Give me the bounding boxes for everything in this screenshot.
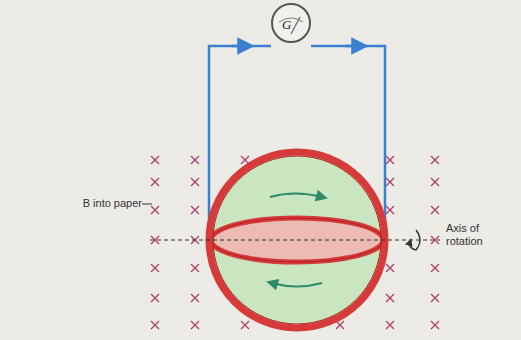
current-arrow: [346, 45, 360, 48]
field-cross: [241, 321, 249, 329]
field-cross: [386, 206, 394, 214]
field-cross: [386, 178, 394, 186]
field-cross: [151, 156, 159, 164]
leader-line: [142, 204, 152, 205]
galvanometer-circle: G: [271, 3, 311, 43]
field-cross: [431, 264, 439, 272]
field-cross: [191, 294, 199, 302]
field-cross: [386, 156, 394, 164]
field-label: B into paper: [83, 197, 142, 210]
field-cross: [191, 178, 199, 186]
field-cross: [386, 264, 394, 272]
motion-arrow: [272, 283, 322, 287]
field-cross: [191, 206, 199, 214]
field-cross: [151, 294, 159, 302]
field-cross: [191, 156, 199, 164]
meter-letter: G: [282, 17, 291, 33]
field-cross: [151, 206, 159, 214]
axis-line: [150, 240, 440, 241]
field-cross: [386, 294, 394, 302]
field-cross: [151, 264, 159, 272]
field-cross: [431, 294, 439, 302]
rotation-arrow: [410, 230, 420, 250]
motion-arrow: [270, 194, 322, 198]
field-cross: [151, 178, 159, 186]
field-cross: [431, 156, 439, 164]
current-arrow: [232, 45, 246, 48]
field-cross: [431, 206, 439, 214]
field-cross: [431, 321, 439, 329]
field-cross: [431, 178, 439, 186]
field-cross: [191, 321, 199, 329]
axis-label: Axis of rotation: [446, 222, 512, 247]
field-cross: [191, 264, 199, 272]
field-cross: [151, 321, 159, 329]
field-cross: [386, 321, 394, 329]
field-cross: [241, 156, 249, 164]
field-cross: [336, 321, 344, 329]
